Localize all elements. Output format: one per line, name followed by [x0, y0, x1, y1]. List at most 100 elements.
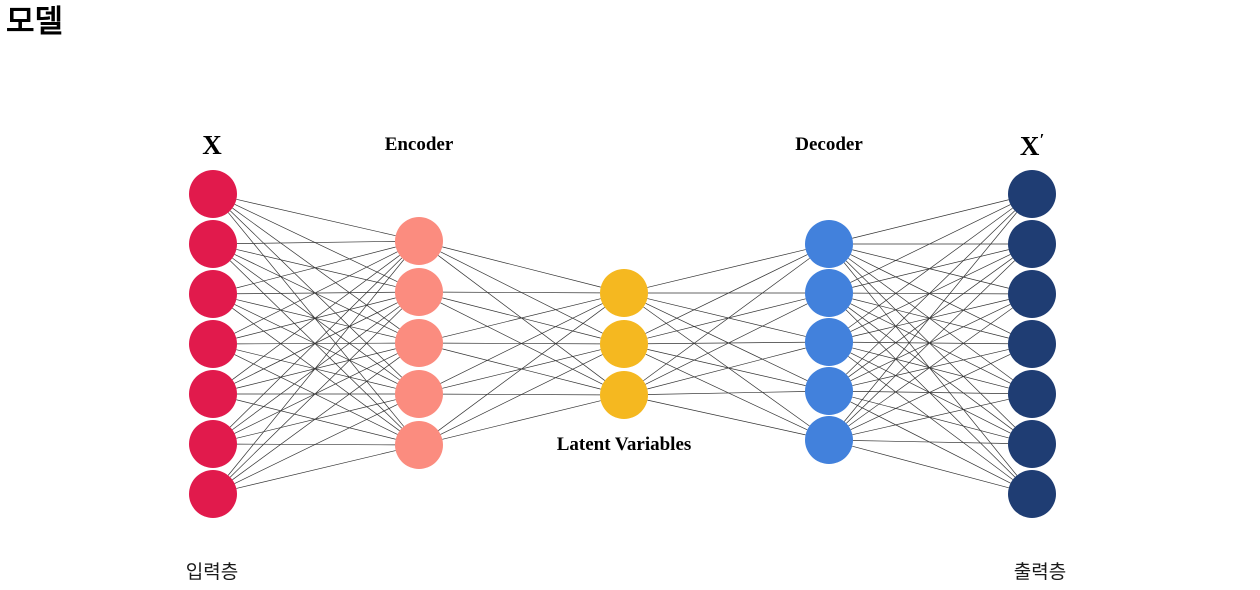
node-encoder-hidden-layer-2	[395, 268, 443, 316]
network-edge	[236, 342, 396, 345]
network-edge	[852, 249, 1009, 289]
latent-variables-label: Latent Variables	[556, 434, 692, 455]
node-input-layer-5	[189, 370, 237, 418]
output-symbol-text: X	[1019, 131, 1040, 161]
network-edge	[232, 255, 400, 380]
network-edge	[229, 257, 403, 428]
page-title: 모델	[6, 4, 64, 39]
network-edge	[647, 341, 806, 345]
node-decoder-hidden-layer-1	[805, 220, 853, 268]
node-output-layer-7	[1008, 470, 1056, 518]
network-edge	[850, 352, 1011, 434]
network-edge	[234, 304, 398, 384]
input-symbol-label: X	[202, 130, 222, 160]
network-edge	[848, 307, 1013, 430]
network-edge	[643, 306, 810, 427]
network-edge	[643, 257, 810, 382]
network-edge	[234, 353, 398, 434]
network-edge	[645, 353, 808, 431]
network-edge	[440, 303, 603, 384]
network-edge	[850, 401, 1011, 484]
node-output-layer-4	[1008, 320, 1056, 368]
network-edge	[236, 249, 396, 287]
network-edge	[236, 297, 396, 339]
network-edge	[236, 299, 396, 338]
node-input-layer-1	[189, 170, 237, 218]
network-edge	[234, 203, 398, 283]
network-edge	[236, 198, 396, 237]
node-encoder-hidden-layer-5	[395, 421, 443, 469]
node-output-layer-1	[1008, 170, 1056, 218]
network-edge	[848, 356, 1013, 480]
network-edge	[442, 298, 601, 338]
network-edge	[852, 445, 1009, 489]
output-symbol-label: X′	[1020, 130, 1044, 162]
node-output-layer-2	[1008, 220, 1056, 268]
network-edge	[852, 349, 1009, 386]
encoder-label: Encoder	[384, 134, 454, 155]
network-edge	[236, 241, 396, 244]
network-edge	[234, 254, 398, 333]
output-layer-korean-label: 출력층	[1013, 562, 1067, 583]
network-edge	[852, 199, 1009, 239]
network-edge	[647, 298, 806, 337]
network-edge	[850, 254, 1011, 332]
node-decoder-hidden-layer-4	[805, 367, 853, 415]
node-decoder-hidden-layer-3	[805, 318, 853, 366]
network-edge	[232, 257, 400, 381]
node-input-layer-4	[189, 320, 237, 368]
network-edge	[647, 298, 806, 339]
node-input-layer-3	[189, 270, 237, 318]
network-edge	[850, 204, 1011, 283]
network-edge	[232, 207, 400, 330]
network-edge	[852, 440, 1009, 444]
network-edge	[852, 299, 1009, 337]
network-edge	[442, 246, 601, 288]
network-edge	[442, 400, 601, 440]
network-edge	[647, 349, 806, 386]
node-output-layer-5	[1008, 370, 1056, 418]
node-latent-layer-1	[600, 269, 648, 317]
node-input-layer-7	[189, 470, 237, 518]
network-edge	[852, 249, 1009, 288]
network-edge	[232, 356, 400, 481]
network-edge	[229, 210, 403, 378]
network-edge	[236, 399, 396, 439]
network-edge	[852, 292, 1009, 295]
node-encoder-hidden-layer-3	[395, 319, 443, 367]
network-edge	[645, 254, 808, 334]
node-latent-layer-2	[600, 320, 648, 368]
decoder-label: Decoder	[795, 134, 863, 155]
network-edge	[848, 257, 1013, 381]
network-edge	[236, 246, 396, 289]
network-edge	[852, 298, 1009, 339]
network-edge	[645, 303, 808, 385]
node-encoder-hidden-layer-1	[395, 217, 443, 265]
network-edge	[236, 450, 396, 489]
network-edge	[236, 348, 396, 389]
network-edge	[647, 347, 806, 390]
network-edge	[848, 207, 1013, 329]
network-edge	[440, 354, 603, 435]
network-edge	[234, 302, 398, 384]
node-input-layer-2	[189, 220, 237, 268]
node-input-layer-6	[189, 420, 237, 468]
node-decoder-hidden-layer-5	[805, 416, 853, 464]
network-edge	[645, 303, 808, 381]
network-edge	[227, 212, 405, 427]
network-edge	[442, 291, 601, 294]
network-edge	[852, 396, 1009, 439]
network-edge	[846, 260, 1015, 424]
network-edge	[229, 308, 403, 478]
network-edge	[234, 404, 398, 484]
network-edges	[227, 198, 1018, 489]
node-output-layer-3	[1008, 270, 1056, 318]
node-encoder-hidden-layer-4	[395, 370, 443, 418]
network-edge	[647, 391, 806, 395]
network-edge	[845, 210, 1016, 375]
network-edge	[848, 307, 1013, 427]
network-edge	[229, 260, 403, 429]
network-edge	[850, 303, 1011, 384]
node-decoder-hidden-layer-2	[805, 269, 853, 317]
